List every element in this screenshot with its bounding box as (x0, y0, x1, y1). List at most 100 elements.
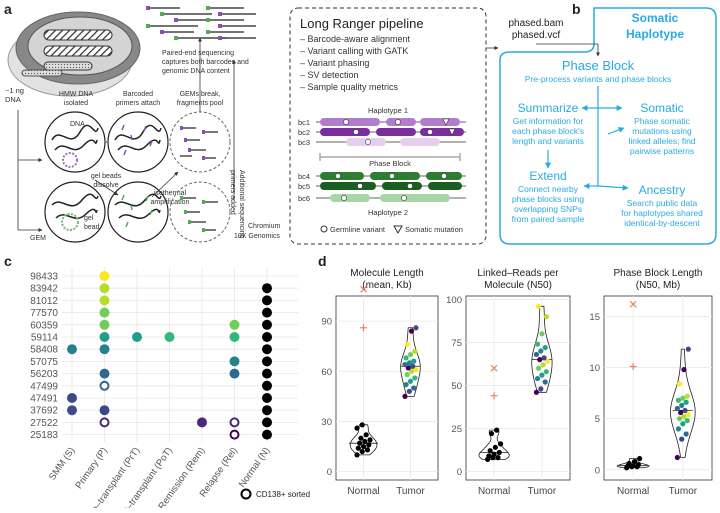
gel-dissolve-circle (107, 181, 169, 243)
panel-b: b phased.bam phased.vcf Somatic Haplotyp… (499, 1, 717, 245)
sample-point (542, 379, 548, 385)
sample-point (407, 378, 414, 384)
pipeline-step: – SV detection (300, 70, 359, 80)
sample-point (674, 405, 680, 412)
sample-point (543, 369, 549, 375)
extend-desc-4: from paired sample (512, 214, 585, 224)
panel-c-points (67, 271, 272, 440)
gem-label: GEM (30, 235, 46, 242)
sample-point (675, 397, 682, 403)
sample-point (99, 295, 110, 306)
phase-block-desc: Pre-process variants and phase blocks (525, 74, 671, 84)
germline-variant-marker (341, 195, 347, 201)
sample-point (364, 447, 371, 453)
sample-point (404, 372, 410, 378)
sample-point (262, 356, 272, 367)
sample-point (680, 395, 686, 401)
sample-point (408, 368, 415, 374)
sample-point (538, 348, 544, 354)
sample-point (635, 462, 641, 468)
hmw-label-2: isolated (64, 100, 88, 107)
violin-outline (670, 348, 696, 458)
patient-tick-label: 25183 (30, 430, 58, 441)
molecule-segment (330, 194, 370, 202)
sample-point (408, 328, 415, 334)
sample-point (359, 448, 365, 455)
patient-tick-label: 81012 (30, 296, 58, 307)
molecule-segment (320, 118, 380, 126)
molecule-segment (386, 118, 416, 126)
sample-point (67, 405, 77, 416)
sample-point (411, 358, 417, 364)
sample-point (676, 381, 683, 387)
sample-point (197, 417, 207, 428)
x-tick-label: Normal (347, 486, 379, 497)
gems-pool-circle (169, 111, 231, 173)
chart-title-line2: (mean, Kb) (362, 280, 411, 291)
sample-point (99, 405, 110, 416)
sample-point (132, 332, 142, 342)
summarize-desc-2: each phase block's (512, 126, 584, 136)
barcoded-label-1: Barcoded (123, 91, 153, 98)
y-tick-label: 100 (446, 295, 462, 306)
sample-point-sorted (229, 417, 240, 428)
barcoded-label-2: primers attach (116, 100, 160, 107)
phase-block-label: Phase Block (369, 159, 411, 168)
germline-variant-marker (401, 195, 407, 201)
extend-desc-3: overlapping SNPs (514, 204, 582, 214)
y-tick-label: 30 (321, 417, 332, 428)
sample-point (681, 414, 687, 420)
dna-amount-line2: DNA (5, 95, 21, 104)
x-tick-label: Tumor (528, 486, 557, 497)
sample-point (402, 393, 408, 399)
sample-point (533, 351, 540, 358)
y-tick-label: 10 (589, 363, 600, 374)
sample-point (357, 440, 363, 446)
sample-point (681, 367, 687, 373)
gel-dissolve-1: gel beads (91, 173, 122, 180)
summarize-desc-3: length and variants (512, 136, 584, 146)
read-barcode (174, 36, 178, 40)
sample-point (496, 449, 502, 456)
molecule-segment (320, 172, 364, 180)
sample-point (99, 368, 110, 379)
cd138-legend-label: CD138+ sorted (256, 490, 310, 499)
extend-desc-2: phase blocks using (512, 194, 585, 204)
molecule-segment (428, 182, 462, 190)
chart-title-line2: (N50, Mb) (636, 280, 680, 291)
somatic-legend-icon (393, 225, 403, 235)
read-barcode (206, 6, 210, 10)
sample-point (67, 344, 77, 355)
pipeline-step: – Sample quality metrics (300, 82, 399, 92)
sample-point (533, 389, 540, 395)
sample-point (99, 271, 110, 281)
stage-tick-label: SMM (S) (47, 445, 78, 482)
molecule-segment (400, 138, 440, 146)
sample-point (262, 429, 272, 440)
amplified-circle (169, 181, 231, 243)
haplotype1-label: Haplotype 1 (368, 106, 408, 115)
sample-point (626, 461, 632, 467)
somatic-mutation-marker (442, 118, 450, 126)
ancestry-desc-1: Search public data (627, 198, 698, 208)
barcode-label: bc4 (298, 172, 310, 181)
sample-point (631, 459, 638, 465)
molecule-segment (380, 194, 450, 202)
paired-end-line3: genomic DNA content (162, 68, 230, 75)
germline-variant-marker (343, 119, 349, 125)
sample-point (684, 418, 690, 424)
sample-point (630, 463, 636, 469)
chart-title-line1: Molecule Length (350, 268, 423, 279)
sample-point (678, 409, 684, 416)
panel-c: c 98433839428101277570603595911458408570… (4, 253, 310, 513)
ancestry-title: Ancestry (639, 183, 686, 197)
outlier-x-marker (629, 300, 637, 308)
germline-variant-marker (407, 183, 413, 189)
outlier-x-marker (360, 285, 367, 293)
sample-point (262, 307, 272, 318)
barcode-label: bc6 (298, 194, 310, 203)
x-tick-label: Normal (478, 486, 510, 497)
phase-block-title: Phase Block (562, 58, 635, 73)
read-barcode (146, 24, 150, 28)
